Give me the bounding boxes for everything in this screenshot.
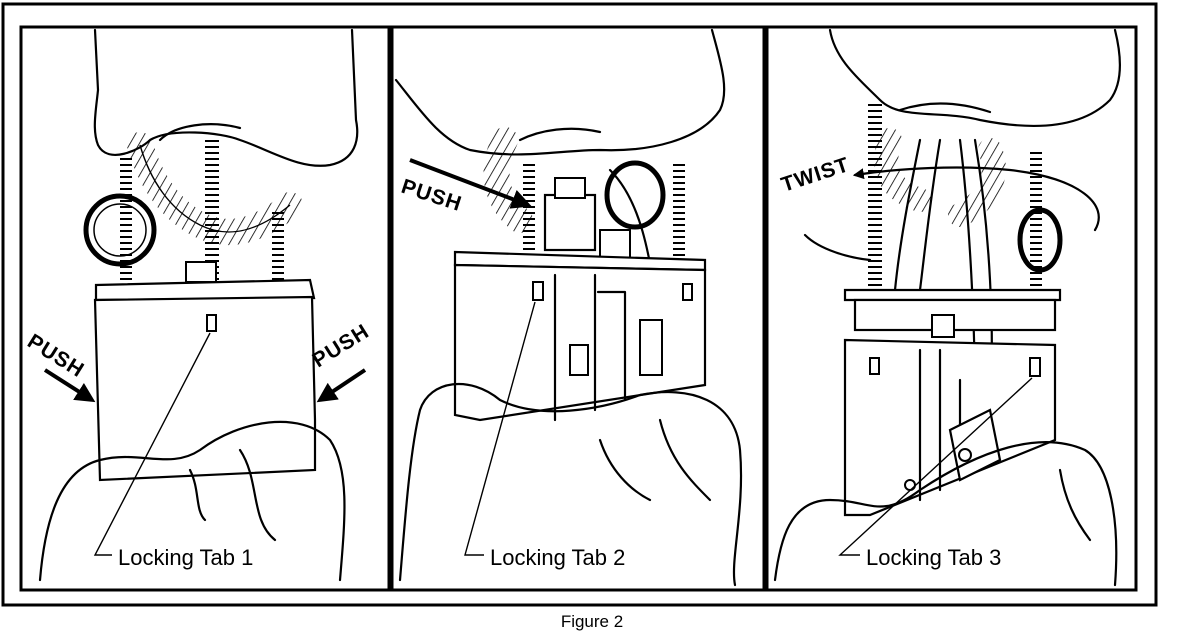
spring-right: [673, 160, 685, 260]
spring-center: [205, 140, 219, 290]
panel-2: PUSH Locking Tab 2: [390, 25, 766, 592]
locking-tab-2: [532, 281, 544, 301]
callout-locking-tab-3: Locking Tab 3: [866, 545, 1001, 570]
top-flange: [94, 278, 316, 302]
figure-caption: Figure 2: [560, 612, 624, 631]
callout-locking-tab-2: Locking Tab 2: [490, 545, 625, 570]
upper-hand: [93, 28, 359, 167]
pull-ring: [1017, 207, 1063, 273]
upper-hand-knuckle: [158, 123, 242, 142]
leader-line-2: [464, 301, 536, 556]
locking-tab-1: [206, 314, 217, 332]
pull-ring: [604, 160, 666, 230]
spring-left: [868, 100, 882, 290]
upper-hand: [394, 28, 726, 156]
corrugated-hose: [874, 128, 932, 212]
callout-locking-tab-1: Locking Tab 1: [118, 545, 253, 570]
twist-arc: [852, 166, 1100, 232]
push-arrow-right: [316, 368, 367, 403]
push-arrow-left: [43, 368, 96, 403]
canister: [93, 295, 317, 482]
leader-line-1: [93, 332, 211, 556]
upper-hand: [828, 28, 1122, 128]
spring-right: [1030, 150, 1042, 290]
push-arrow: [409, 158, 532, 209]
canister: [453, 263, 707, 422]
locking-tab-3: [1029, 357, 1041, 377]
spring-left: [120, 155, 132, 285]
leader-line-3: [838, 377, 1033, 556]
lower-hand: [38, 420, 346, 582]
panel-3: TWIST Locking Tab 3: [765, 25, 1138, 592]
top-flange: [843, 288, 1062, 302]
pull-ring: [83, 193, 157, 267]
lower-hand: [398, 382, 743, 587]
panel-1: PUSH PUSH Locking Tab 1: [19, 25, 391, 592]
lower-hand: [773, 441, 1118, 587]
corrugated-hose: [483, 127, 533, 233]
